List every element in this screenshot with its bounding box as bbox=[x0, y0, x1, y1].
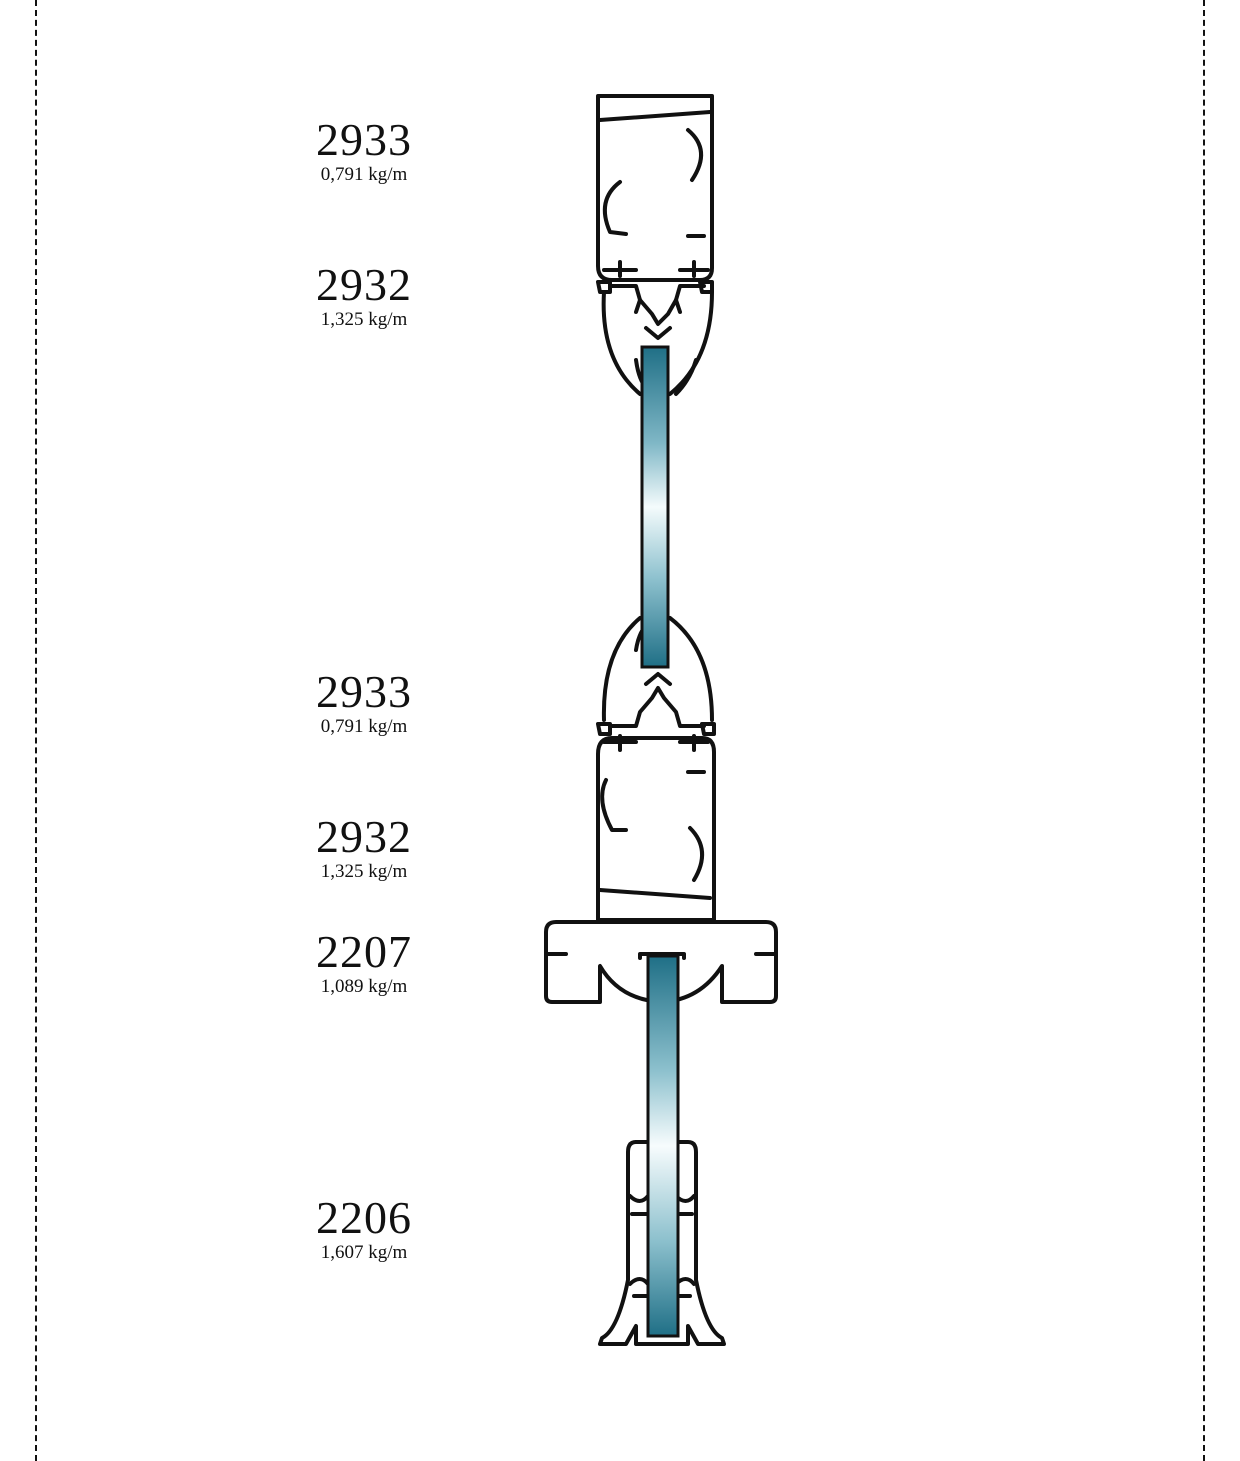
profile-label-1: 2933 0,791 kg/m bbox=[284, 116, 444, 186]
profile-label-3: 2933 0,791 kg/m bbox=[284, 668, 444, 738]
upper-glass-pane bbox=[640, 345, 670, 669]
left-cut-line bbox=[35, 0, 37, 1461]
profile-2933-middle bbox=[596, 734, 716, 922]
profile-2933-top bbox=[596, 94, 714, 282]
profile-label-5: 2207 1,089 kg/m bbox=[284, 928, 444, 998]
profile-code: 2933 bbox=[316, 666, 412, 717]
profile-weight: 0,791 kg/m bbox=[320, 716, 408, 737]
profile-weight: 1,325 kg/m bbox=[320, 309, 408, 330]
lower-glass-pane bbox=[646, 954, 680, 1338]
profile-code: 2932 bbox=[316, 259, 412, 310]
profile-weight: 1,607 kg/m bbox=[320, 1242, 408, 1263]
profile-2206-bottom bbox=[598, 1140, 726, 1346]
profile-weight: 1,089 kg/m bbox=[320, 976, 408, 997]
profile-weight: 1,325 kg/m bbox=[320, 861, 408, 882]
profile-label-2: 2932 1,325 kg/m bbox=[284, 261, 444, 331]
right-cut-line bbox=[1203, 0, 1205, 1461]
profile-label-4: 2932 1,325 kg/m bbox=[284, 813, 444, 883]
profile-2932-top bbox=[596, 280, 714, 396]
profile-label-6: 2206 1,607 kg/m bbox=[284, 1194, 444, 1264]
profile-code: 2932 bbox=[316, 811, 412, 862]
profile-code: 2206 bbox=[316, 1192, 412, 1243]
profile-code: 2207 bbox=[316, 926, 412, 977]
profile-weight: 0,791 kg/m bbox=[320, 164, 408, 185]
profile-code: 2933 bbox=[316, 114, 412, 165]
